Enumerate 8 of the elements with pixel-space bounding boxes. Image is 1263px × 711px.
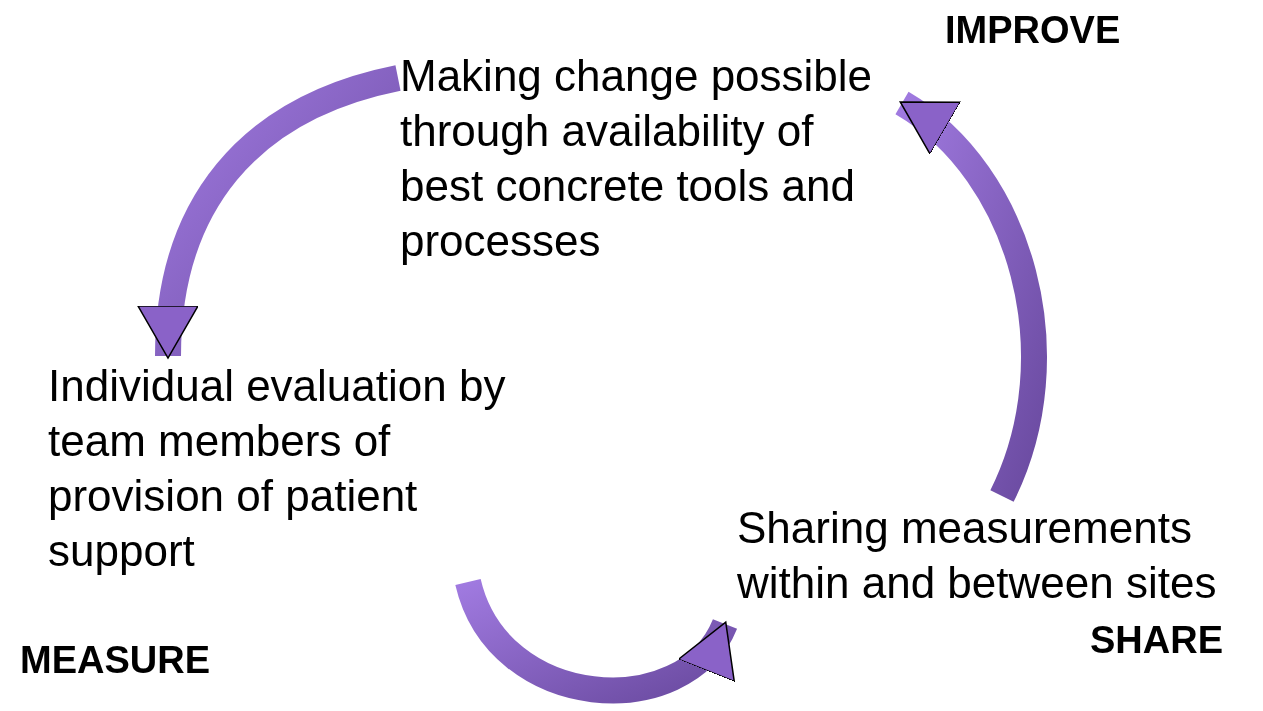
curved-arrow [894, 92, 1047, 501]
curved-arrow [139, 65, 402, 359]
description-text: Sharing measurements within and between sites [737, 502, 1218, 609]
phase-heading: IMPROVE [945, 8, 1121, 52]
description-text: Making change possible through availability of best concrete tools and processes [400, 50, 874, 267]
phase-heading: MEASURE [20, 638, 211, 682]
phase-heading: SHARE [1090, 618, 1224, 662]
description-text: Individual evaluation by team members of provision of patient support [48, 360, 507, 577]
